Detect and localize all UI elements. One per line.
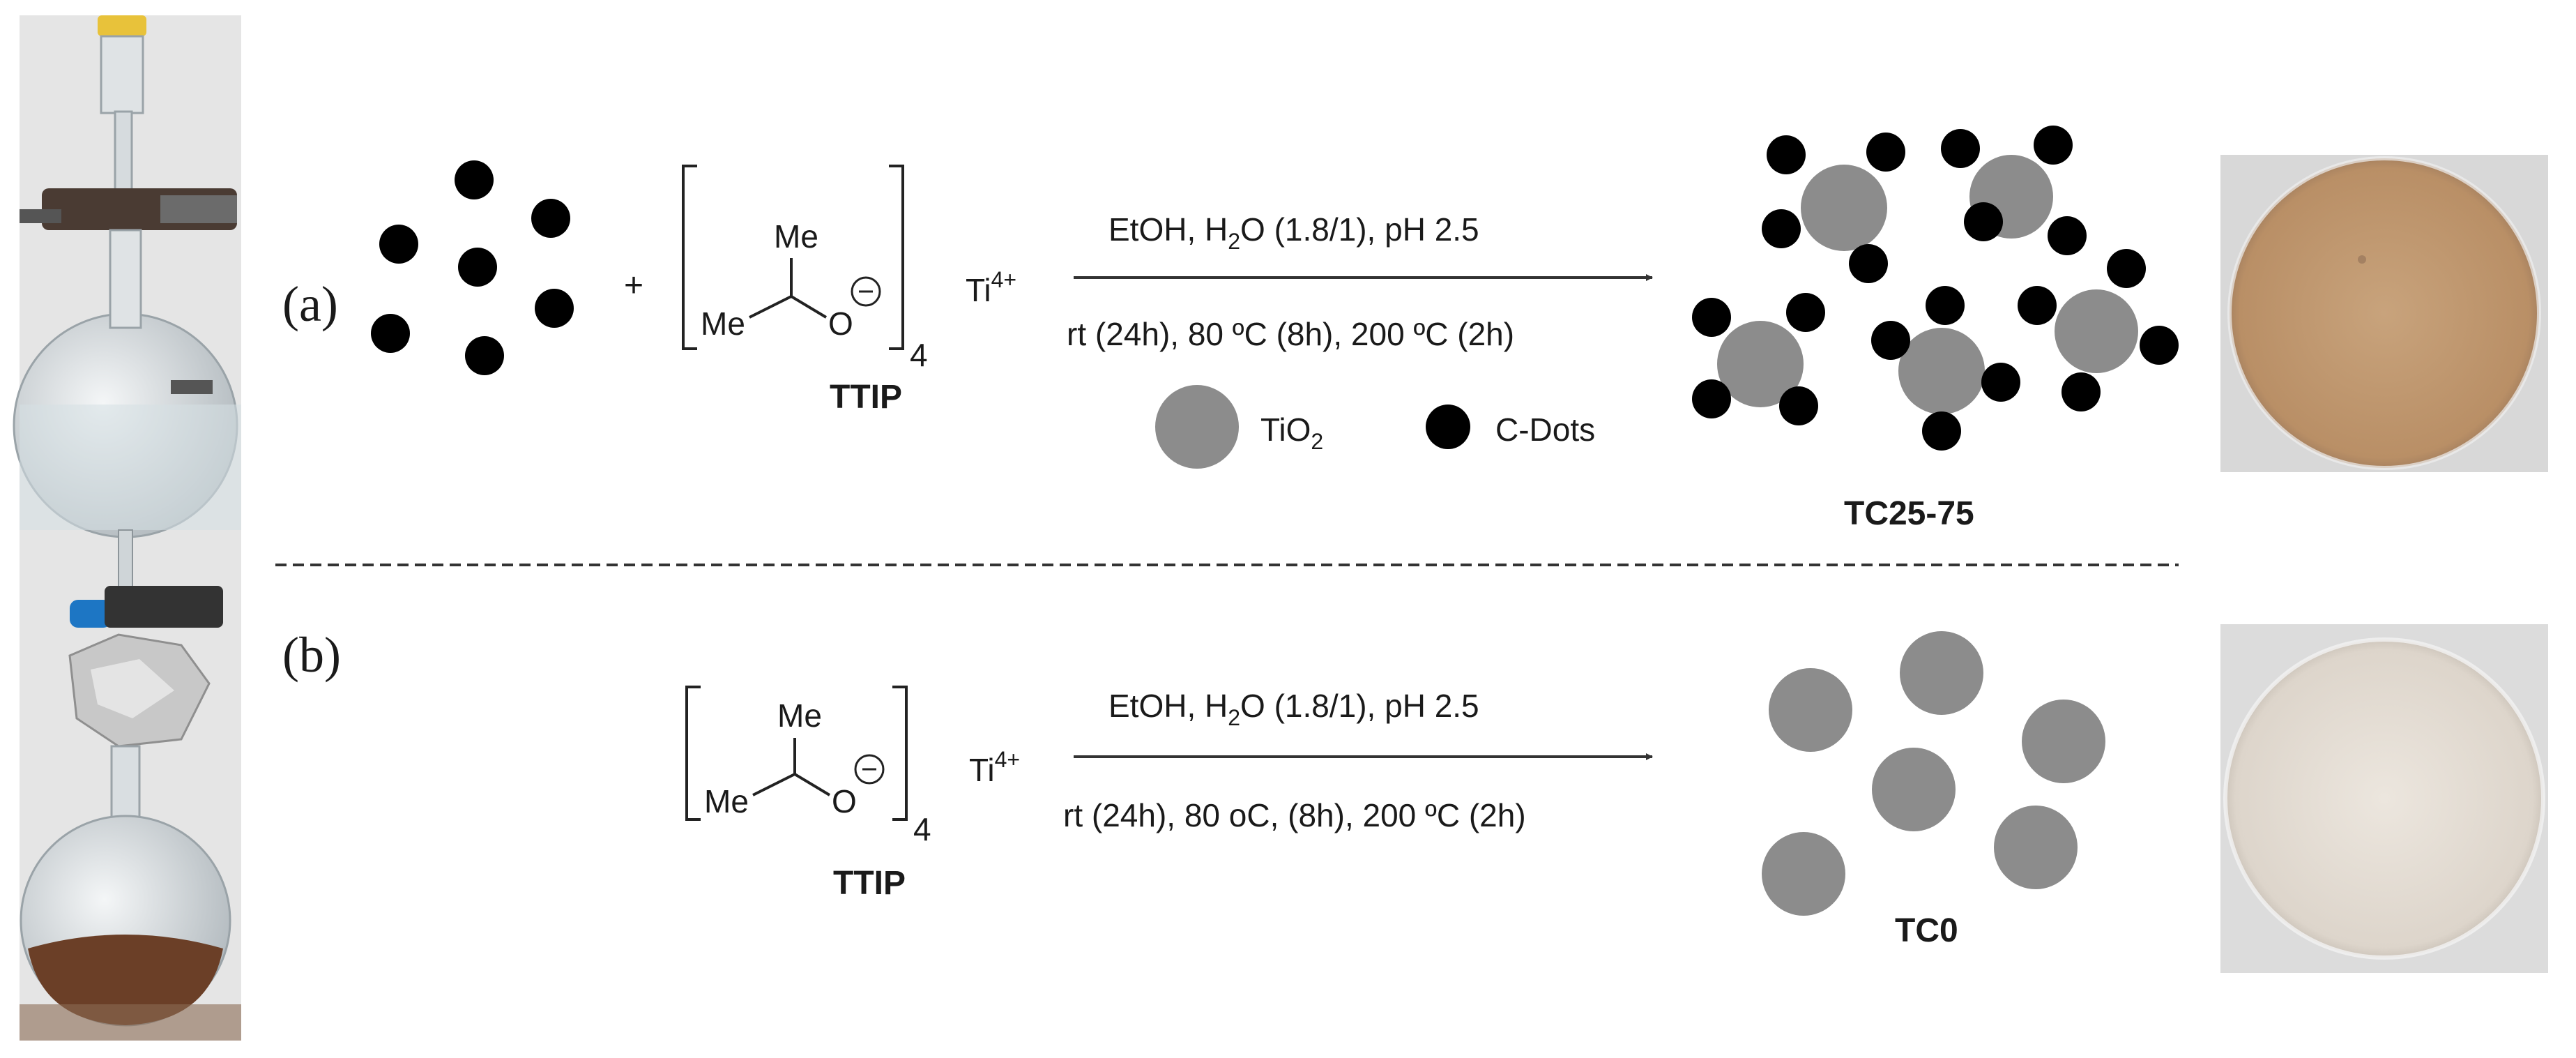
legend-tio2-swatch bbox=[1155, 385, 1239, 469]
tio2-particle bbox=[2055, 289, 2138, 373]
tio2-particle bbox=[1769, 668, 1852, 752]
cdot bbox=[458, 248, 497, 287]
cdot bbox=[1866, 133, 1905, 172]
cdot bbox=[379, 225, 418, 264]
cdot bbox=[1767, 135, 1806, 174]
ttip-me-left-a: Me bbox=[701, 305, 745, 342]
apparatus-photo bbox=[13, 15, 241, 1041]
cdot bbox=[535, 289, 574, 328]
panel-a-label: (a) bbox=[282, 276, 338, 332]
conditions-top-b: EtOH, H2O (1.8/1), pH 2.5 bbox=[1108, 688, 1479, 730]
panel-b-label: (b) bbox=[282, 627, 341, 683]
cdot bbox=[531, 199, 570, 238]
tio2-particle bbox=[1762, 832, 1845, 916]
ttip-subscript-b: 4 bbox=[913, 811, 931, 847]
tc25-75-composite bbox=[1692, 126, 2179, 451]
cdot bbox=[1871, 321, 1910, 360]
cdot bbox=[2107, 249, 2146, 288]
cdot bbox=[1786, 293, 1825, 332]
tio2-particle bbox=[2022, 700, 2105, 783]
cdot bbox=[2034, 126, 2073, 165]
tio2-particle bbox=[1898, 328, 1985, 414]
legend-tio2-label: TiO2 bbox=[1260, 411, 1323, 454]
left-bracket bbox=[682, 165, 697, 350]
product-name-a: TC25-75 bbox=[1844, 495, 1974, 532]
cdot bbox=[455, 160, 494, 199]
cdot bbox=[1926, 286, 1965, 325]
tio2-particle bbox=[1872, 748, 1956, 831]
cdot bbox=[1692, 298, 1731, 337]
powder-photo-a bbox=[2220, 155, 2548, 472]
cdot bbox=[1849, 244, 1888, 283]
cdot bbox=[2048, 216, 2087, 255]
cdot bbox=[1981, 363, 2020, 402]
cdots-reactant-cluster bbox=[371, 160, 574, 375]
ttip-me-left-b: Me bbox=[704, 783, 749, 819]
titanium-ion-a: Ti4+ bbox=[966, 267, 1016, 308]
cdot bbox=[1779, 386, 1818, 425]
tio2-particle bbox=[1801, 165, 1887, 251]
product-name-b: TC0 bbox=[1895, 912, 1958, 949]
ttip-o-a: O bbox=[828, 305, 853, 342]
ttip-structure-b bbox=[685, 686, 908, 821]
cdot bbox=[2061, 372, 2101, 411]
conditions-bottom-b: rt (24h), 80 oC, (8h), 200 ºC (2h) bbox=[1063, 797, 1526, 833]
tio2-particle bbox=[1994, 806, 2078, 889]
titanium-ion-b: Ti4+ bbox=[969, 747, 1020, 788]
legend-cdots-label: C-Dots bbox=[1495, 411, 1595, 448]
ttip-structure-a bbox=[682, 165, 904, 350]
conditions-top-a: EtOH, H2O (1.8/1), pH 2.5 bbox=[1108, 211, 1479, 254]
cdot bbox=[2140, 326, 2179, 365]
cdot bbox=[1941, 129, 1980, 168]
tio2-particle bbox=[1900, 631, 1983, 715]
left-bracket bbox=[685, 686, 701, 821]
cdot bbox=[1762, 209, 1801, 248]
cdot bbox=[1692, 379, 1731, 418]
right-bracket bbox=[889, 165, 904, 350]
legend-cdots-swatch bbox=[1426, 405, 1470, 449]
tio2-particle bbox=[1717, 321, 1804, 407]
cdot bbox=[371, 314, 410, 353]
ttip-o-b: O bbox=[832, 783, 857, 819]
ttip-name-b: TTIP bbox=[833, 865, 906, 902]
ttip-name-a: TTIP bbox=[830, 379, 902, 416]
cdot bbox=[1964, 202, 2003, 241]
legend: TiO2 C-Dots bbox=[1155, 385, 1595, 469]
cdot bbox=[1922, 411, 1961, 451]
right-bracket bbox=[892, 686, 908, 821]
ttip-me-top-b: Me bbox=[777, 697, 822, 734]
powder-photo-b bbox=[2220, 624, 2548, 973]
plus-sign: + bbox=[624, 267, 643, 304]
cdot bbox=[465, 336, 504, 375]
ttip-me-top-a: Me bbox=[774, 218, 818, 255]
cdot bbox=[2018, 286, 2057, 325]
ttip-subscript-a: 4 bbox=[910, 337, 928, 373]
tc0-particles bbox=[1762, 631, 2105, 916]
conditions-bottom-a: rt (24h), 80 ºC (8h), 200 ºC (2h) bbox=[1067, 316, 1514, 352]
